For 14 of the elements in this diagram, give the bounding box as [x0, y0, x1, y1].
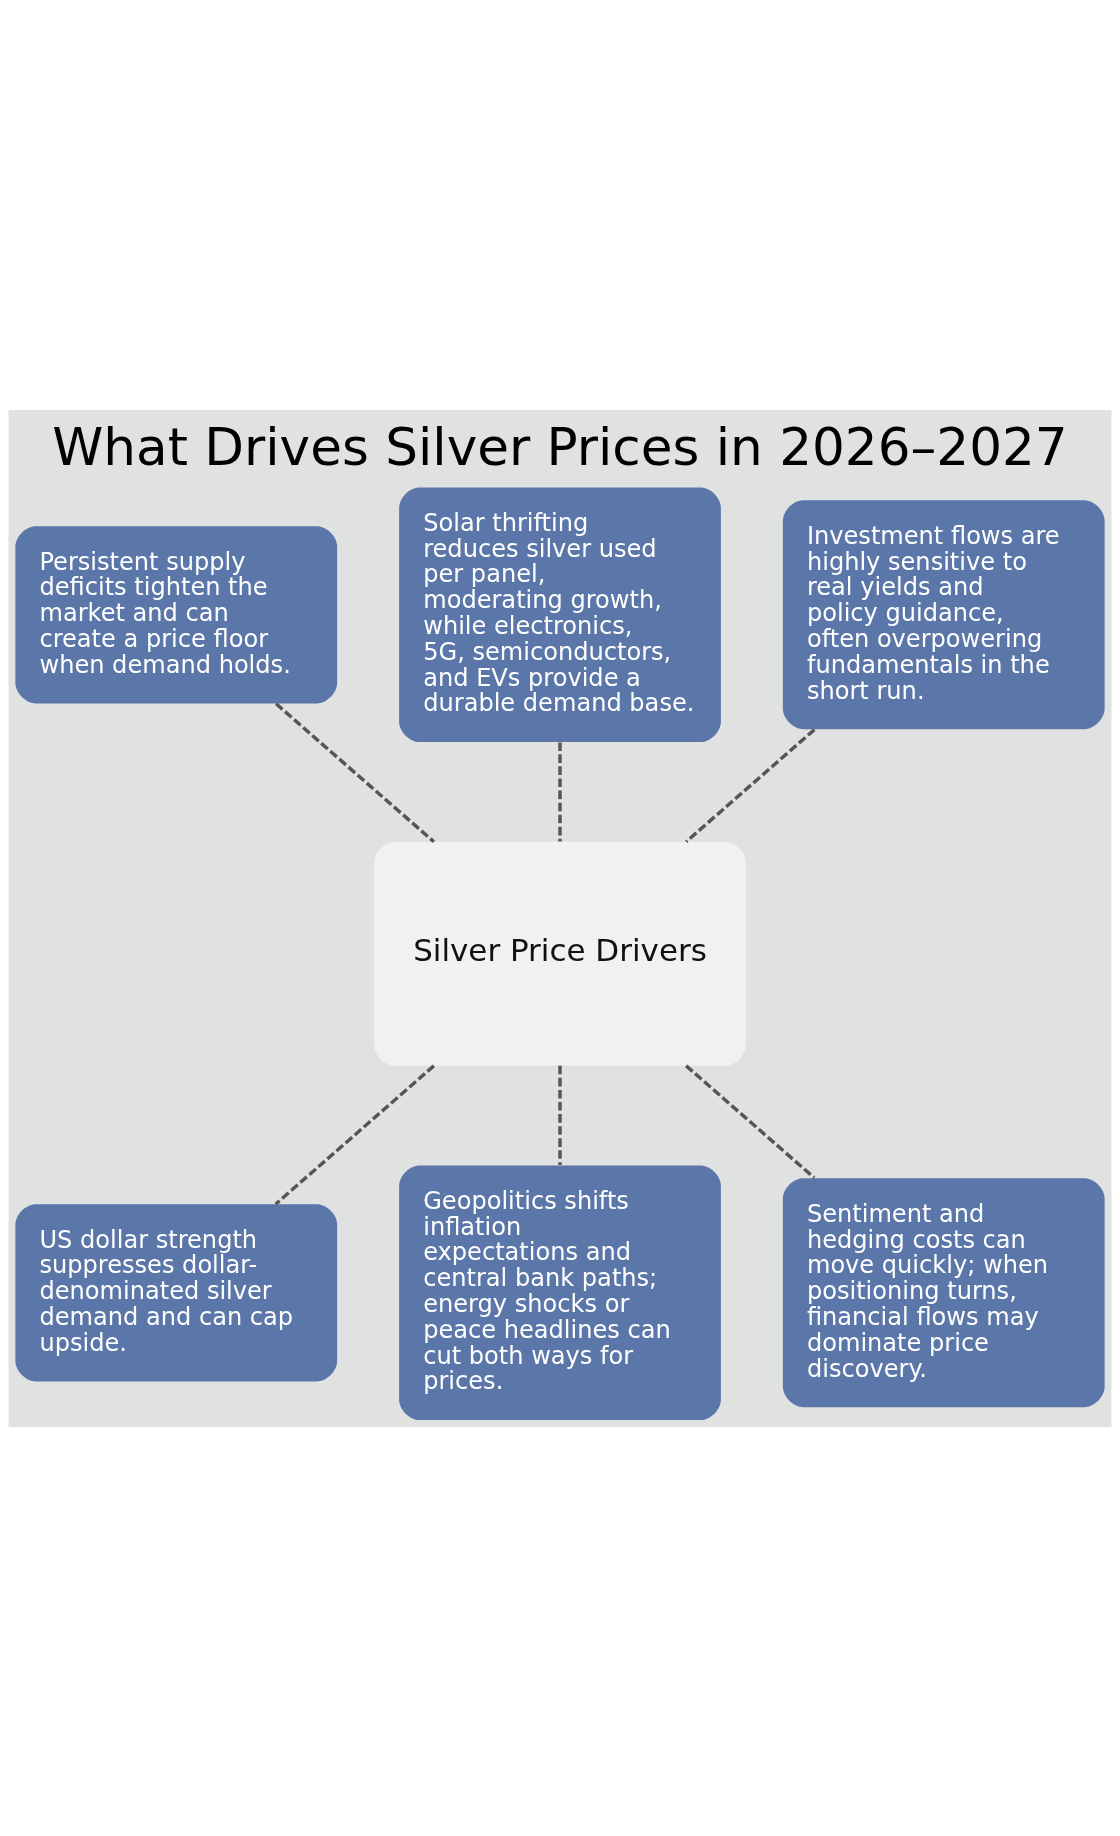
- node-box: Sentiment and hedging costs can move quickly; when positioning turns, financial flows may dominate price discovery.: [782, 1177, 1105, 1407]
- connector: [685, 1064, 816, 1179]
- connector: [274, 702, 435, 843]
- node-box: Persistent supply deficits tighten the market and can create a price floor when demand holds.: [15, 525, 338, 703]
- node-box: Investment flows are highly sensitive to real yields and policy guidance, often overpowering fundamentals in the short run.: [782, 499, 1105, 729]
- connector: [558, 741, 562, 841]
- diagram-title: What Drives Silver Prices in 2026–2027: [52, 416, 1068, 477]
- connector: [558, 1065, 562, 1165]
- node-box: Silver Price Drivers: [374, 841, 746, 1066]
- node-box: Solar thrifting reduces silver used per panel, moderating growth, while electronics, 5G, semiconductors, and EVs provide a durable demand base.: [399, 486, 721, 742]
- node-box: US dollar strength suppresses dollar-denominated silver demand and can cap upside.: [15, 1203, 338, 1381]
- connector: [274, 1064, 435, 1205]
- node-box: Geopolitics shifts inflation expectations and central bank paths; energy shocks or peace headlines can cut both ways for prices.: [399, 1164, 721, 1420]
- connector: [685, 727, 816, 843]
